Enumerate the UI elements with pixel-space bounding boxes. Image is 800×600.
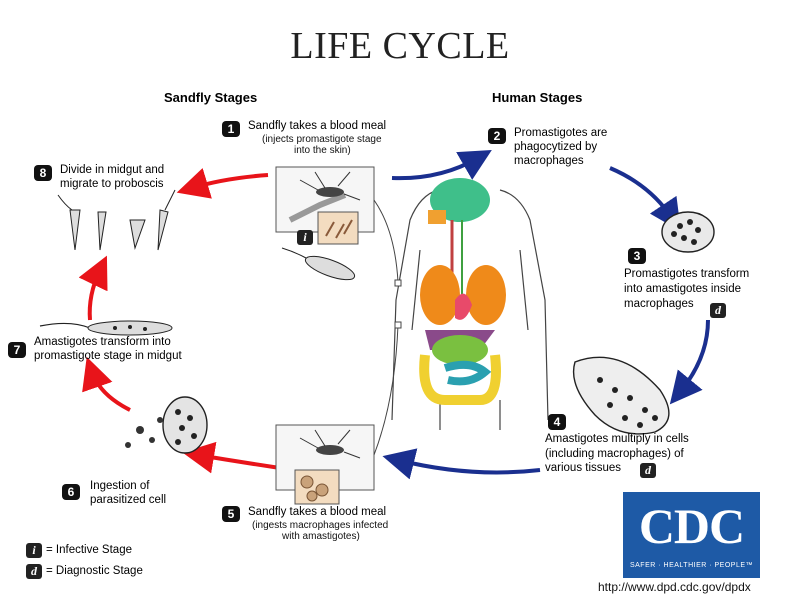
step-3-line2: into amastigotes inside (624, 283, 741, 295)
step-2-line3: macrophages (514, 155, 584, 167)
step-6-line1: Ingestion of (90, 480, 150, 492)
step-1-line3: into the skin) (294, 145, 351, 156)
human-body-figure (391, 189, 549, 430)
step-badge-5: 5 (222, 506, 240, 522)
cdc-logo-tagline: SAFER · HEALTHIER · PEOPLE™ (629, 562, 754, 569)
step-4-line1: Amastigotes multiply in cells (545, 433, 689, 445)
step-badge-7: 7 (8, 342, 26, 358)
step-badge-8: 8 (34, 165, 52, 181)
step-8-line1: Divide in midgut and (60, 164, 165, 176)
macrophage-stage-3 (661, 211, 715, 253)
step-4-line3: various tissues (545, 462, 622, 474)
promastigote-stage-7 (39, 320, 173, 336)
arrow-7-to-8 (78, 255, 108, 321)
step-1-title: Sandfly takes a blood meal (248, 120, 387, 132)
step-badge-2: 2 (488, 128, 506, 144)
legend-diagnostic-label: = Diagnostic Stage (46, 565, 143, 577)
arrow-6-to-7 (82, 356, 131, 412)
sandfly-cycle-arrows (78, 168, 281, 474)
step-3-line3: macrophages (624, 298, 694, 310)
legend-infective-swatch: i (26, 543, 42, 558)
promastigote-free (281, 247, 356, 281)
sandfly-image-bottom (275, 424, 375, 505)
macrophage-stage-4 (572, 356, 670, 435)
human-stages-header: Human Stages (492, 90, 583, 105)
cdc-logo: CDC SAFER · HEALTHIER · PEOPLE™ (623, 492, 760, 578)
legend-infective-label: = Infective Stage (46, 544, 132, 556)
arrow-4-to-5 (382, 448, 541, 480)
step-8-line2: migrate to proboscis (60, 178, 164, 190)
source-url: http://www.dpd.cdc.gov/dpdx (598, 580, 751, 594)
step-4-line2: (including macrophages) of (545, 448, 684, 460)
legend-diagnostic-swatch: d (26, 564, 42, 579)
arrow-1-to-8 (176, 168, 269, 199)
connector-lines (373, 199, 402, 456)
human-organs (419, 178, 506, 405)
human-cycle-arrows (382, 149, 710, 480)
step-2-line2: phagocytized by (514, 141, 598, 153)
sandfly-image-top (275, 166, 375, 245)
parasitized-cell-stage-6 (125, 396, 208, 454)
promastigotes-stage-8 (57, 189, 176, 251)
step-badge-3: 3 (628, 248, 646, 264)
step-6-line2: parasitized cell (90, 494, 167, 506)
step-7-line2: promastigote stage in midgut (34, 350, 182, 362)
step-5-line3: with amastigotes) (282, 531, 360, 542)
step-1-line2: (injects promastigote stage (262, 134, 382, 145)
step-5-title: Sandfly takes a blood meal (248, 506, 387, 518)
arrow-1-to-2 (391, 149, 492, 181)
step-3-line1: Promastigotes transform (624, 268, 750, 280)
step-7-line1: Amastigotes transform into (34, 336, 171, 348)
diagnostic-stage-marker-4: d (640, 463, 656, 478)
cdc-logo-text: CDC (638, 498, 745, 554)
arrow-2-to-3 (609, 166, 681, 232)
step-badge-4: 4 (548, 414, 566, 430)
diagnostic-stage-marker-3: d (710, 303, 726, 318)
step-badge-1: 1 (222, 121, 240, 137)
step-2-line1: Promastigotes are (514, 127, 608, 139)
infective-stage-marker: i (297, 230, 313, 245)
page-title: LIFE CYCLE (290, 25, 510, 67)
step-5-line2: (ingests macrophages infected (252, 520, 389, 531)
arrow-3-to-4 (669, 319, 710, 405)
arrow-5-to-6 (182, 441, 281, 474)
sandfly-stages-header: Sandfly Stages (164, 90, 258, 105)
step-badge-6: 6 (62, 484, 80, 500)
